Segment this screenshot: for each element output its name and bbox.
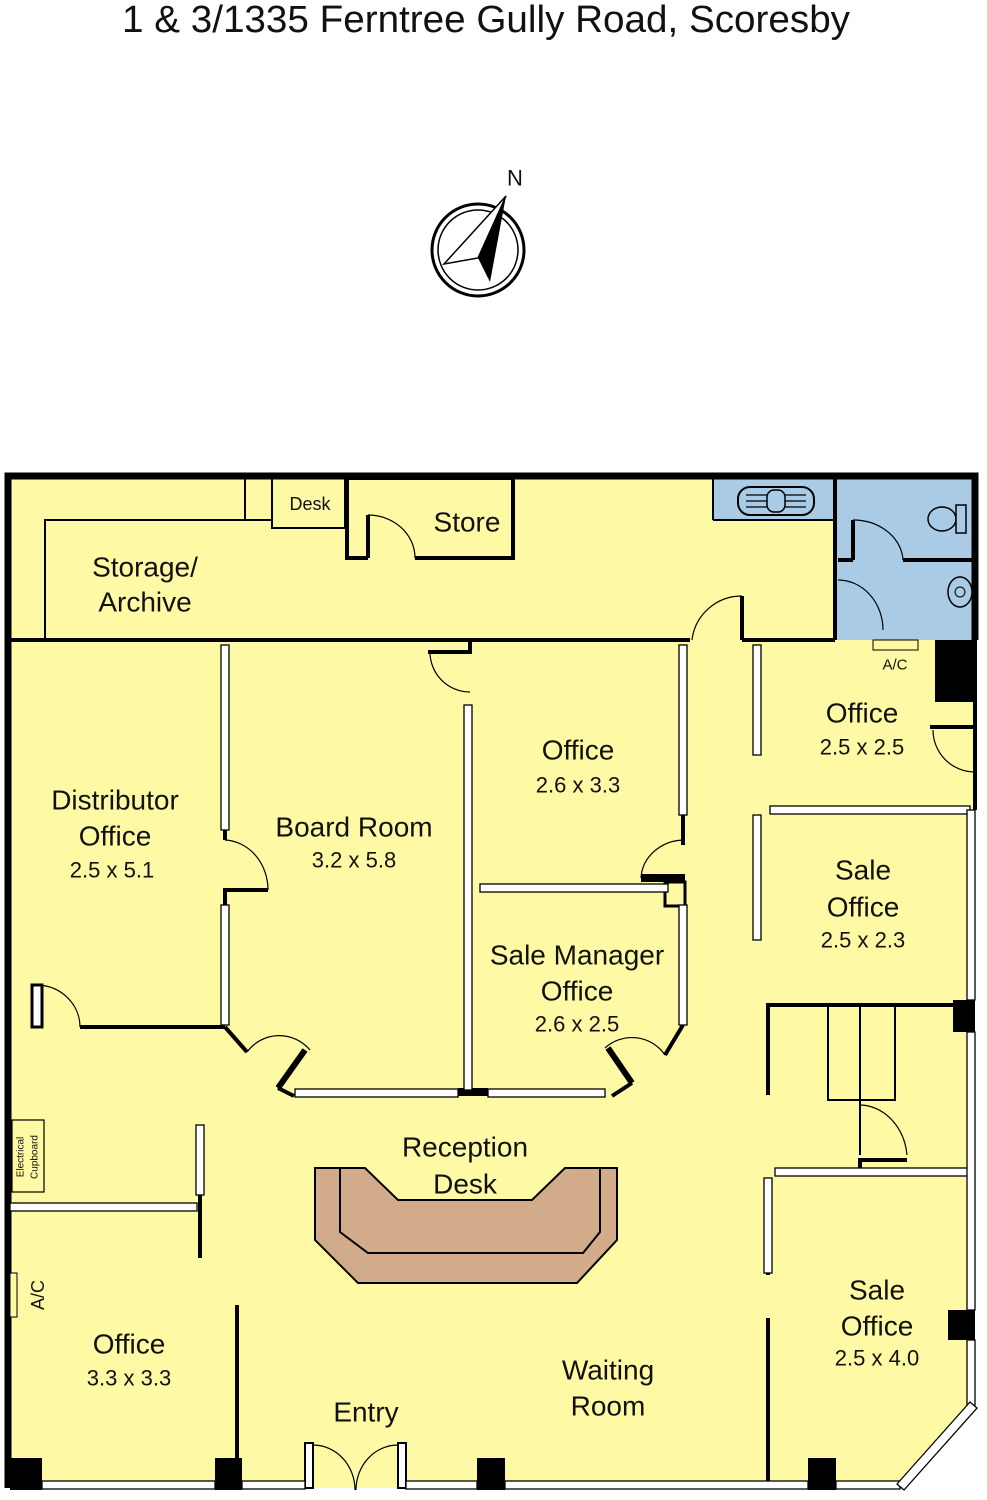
glass-partitions: [9, 644, 978, 1491]
office-label: Office: [542, 735, 615, 766]
office-dims: 2.6 x 3.3: [536, 773, 620, 798]
distributor-office-label: Office: [79, 821, 152, 852]
waiting-room-label: Room: [571, 1391, 646, 1422]
compass-north-label: N: [507, 166, 523, 191]
board-room-label: Board Room: [275, 812, 432, 843]
entry-label: Entry: [333, 1397, 398, 1428]
board-room-dims: 3.2 x 5.8: [312, 848, 396, 873]
ac-label: A/C: [882, 657, 907, 674]
sale-manager-office-label: Office: [541, 976, 614, 1007]
walls: [4, 472, 979, 1491]
office-label: Office: [826, 698, 899, 729]
toilet-icon: [927, 504, 967, 534]
sale-office-dims: 2.5 x 4.0: [835, 1346, 919, 1371]
sale-office-label: Sale: [835, 855, 891, 886]
distributor-office-label: Distributor: [51, 785, 179, 816]
sale-manager-office-dims: 2.6 x 2.5: [535, 1012, 619, 1037]
waiting-room-label: Waiting: [562, 1355, 654, 1386]
office-dims: 2.5 x 2.5: [820, 735, 904, 760]
sale-office-label: Office: [827, 892, 900, 923]
sale-office-label: Office: [841, 1311, 914, 1342]
distributor-office-dims: 2.5 x 5.1: [70, 858, 154, 883]
sale-office-dims: 2.5 x 2.3: [821, 928, 905, 953]
ac-label: A/C: [28, 1280, 48, 1310]
kitchen-sink-icon: [737, 486, 815, 516]
desk-label: Desk: [289, 494, 331, 514]
office-label: Office: [93, 1329, 166, 1360]
sale-office-label: Sale: [849, 1275, 905, 1306]
plan-title: 1 & 3/1335 Ferntree Gully Road, Scoresby: [122, 0, 850, 41]
reception-desk-counter: [314, 1167, 618, 1284]
basin-icon: [947, 576, 973, 608]
north-compass-icon: [430, 195, 526, 298]
reception-label: Reception: [402, 1132, 528, 1163]
electrical-cupboard-label: Cupboard: [30, 1135, 41, 1179]
store-label: Store: [434, 507, 501, 538]
storage-label: Storage/: [92, 552, 198, 583]
sale-manager-office-label: Sale Manager: [490, 940, 664, 971]
electrical-cupboard-label: Electrical: [16, 1137, 27, 1178]
archive-label: Archive: [98, 587, 191, 618]
office-dims: 3.3 x 3.3: [87, 1366, 171, 1391]
reception-desk-label: Desk: [433, 1169, 498, 1200]
